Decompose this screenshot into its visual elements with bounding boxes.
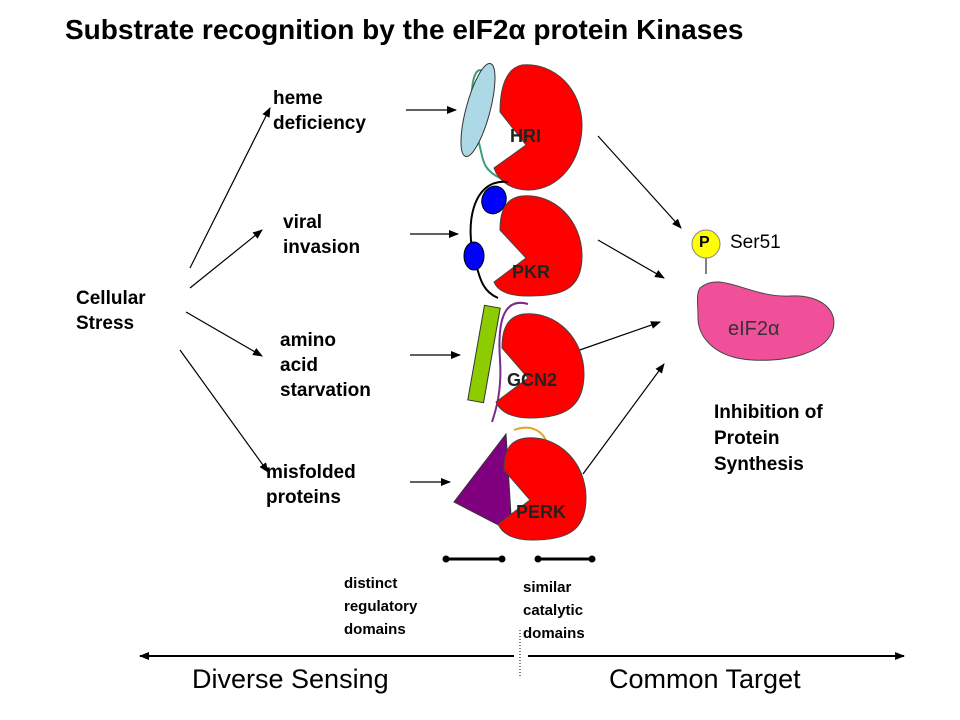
perk-catalytic-domain	[497, 437, 587, 541]
domain-line: domains	[344, 621, 406, 638]
cellular-stress-line: Stress	[76, 313, 135, 334]
stress-line: invasion	[283, 237, 361, 258]
stress-arrows	[179, 107, 271, 473]
stress-viral-invasion: viral invasion	[283, 210, 360, 260]
pkr-dsrbd-2	[463, 241, 485, 271]
gcn2-catalytic-domain	[495, 313, 585, 419]
eif2-alpha	[691, 229, 835, 361]
diverse-sensing-label: Diverse Sensing	[192, 664, 389, 694]
stimulus-arrows	[406, 106, 461, 486]
stress-line: acid	[280, 355, 319, 376]
arrow-stress-viral	[189, 229, 263, 289]
common-target-label: Common Target	[609, 664, 801, 694]
stress-amino-acid-starvation: amino acid starvation	[280, 328, 371, 403]
arrow-hri-eif2	[597, 135, 682, 229]
cellular-stress-line: Cellular	[76, 288, 146, 309]
kinase-label-gcn2: GCN2	[507, 370, 558, 390]
arrow-pkr-eif2	[597, 239, 665, 279]
pkr-catalytic-domain	[493, 195, 583, 297]
hri-catalytic-domain	[493, 64, 583, 191]
arrow-perk-eif2	[582, 363, 665, 475]
domain-line: similar	[523, 579, 572, 596]
arrow-stress-amino	[185, 311, 263, 357]
eif2-name: eIF2	[728, 318, 769, 340]
eif2-greek: α	[768, 318, 780, 340]
outcome-line: Inhibition of	[714, 402, 823, 423]
gcn2-kinase	[467, 301, 585, 423]
perk-kinase	[453, 426, 587, 541]
eif2-body	[697, 281, 835, 361]
domain-brackets	[442, 555, 596, 563]
kinase-label-pkr: PKR	[512, 262, 551, 282]
kinase-label-perk: PERK	[516, 502, 567, 522]
stress-line: heme	[273, 88, 323, 109]
outcome-line: Protein	[714, 428, 780, 449]
hri-kinase	[460, 63, 583, 191]
stress-line: proteins	[266, 487, 341, 508]
stress-line: viral	[283, 212, 323, 233]
title-end: protein Kinases	[525, 14, 744, 45]
similar-catalytic-domains-label: similar catalytic domains	[523, 576, 585, 645]
pkr-kinase	[463, 180, 583, 299]
cellular-stress-label: Cellular Stress	[76, 286, 146, 336]
kinase-label-hri: HRI	[510, 126, 541, 146]
ser51-label: Ser51	[730, 232, 781, 253]
stress-line: misfolded	[266, 462, 356, 483]
arrow-gcn2-eif2	[573, 321, 661, 353]
stress-misfolded-proteins: misfolded proteins	[266, 460, 356, 510]
gcn2-regulatory-domain	[467, 304, 501, 404]
outcome-label: Inhibition of Protein Synthesis	[714, 400, 823, 478]
pkr-dsrbd-1	[481, 185, 507, 215]
stress-line: deficiency	[273, 113, 366, 134]
perk-regulatory-domain	[453, 432, 513, 533]
domain-line: distinct	[344, 575, 398, 592]
stress-heme-deficiency: heme deficiency	[273, 86, 366, 136]
page-title: Substrate recognition by the eIF2α prote…	[65, 14, 743, 46]
domain-line: domains	[523, 625, 585, 642]
arrow-stress-misfolded	[179, 349, 269, 473]
hri-regulatory-domain	[460, 63, 496, 157]
domain-line: catalytic	[523, 602, 584, 619]
kinase-arrows	[573, 135, 682, 475]
stress-line: starvation	[280, 380, 371, 401]
title-greek: α	[508, 14, 526, 45]
stress-line: amino	[280, 330, 336, 351]
phospho-label: P	[699, 234, 710, 251]
arrow-stress-heme	[189, 107, 271, 269]
domain-line: regulatory	[344, 598, 418, 615]
distinct-regulatory-domains-label: distinct regulatory domains	[344, 572, 417, 641]
eif2-label: eIF2α	[728, 318, 780, 341]
title-main: Substrate recognition by the eIF2	[65, 14, 509, 45]
bottom-axis	[139, 630, 905, 678]
outcome-line: Synthesis	[714, 454, 804, 475]
phospho-badge	[691, 229, 721, 259]
